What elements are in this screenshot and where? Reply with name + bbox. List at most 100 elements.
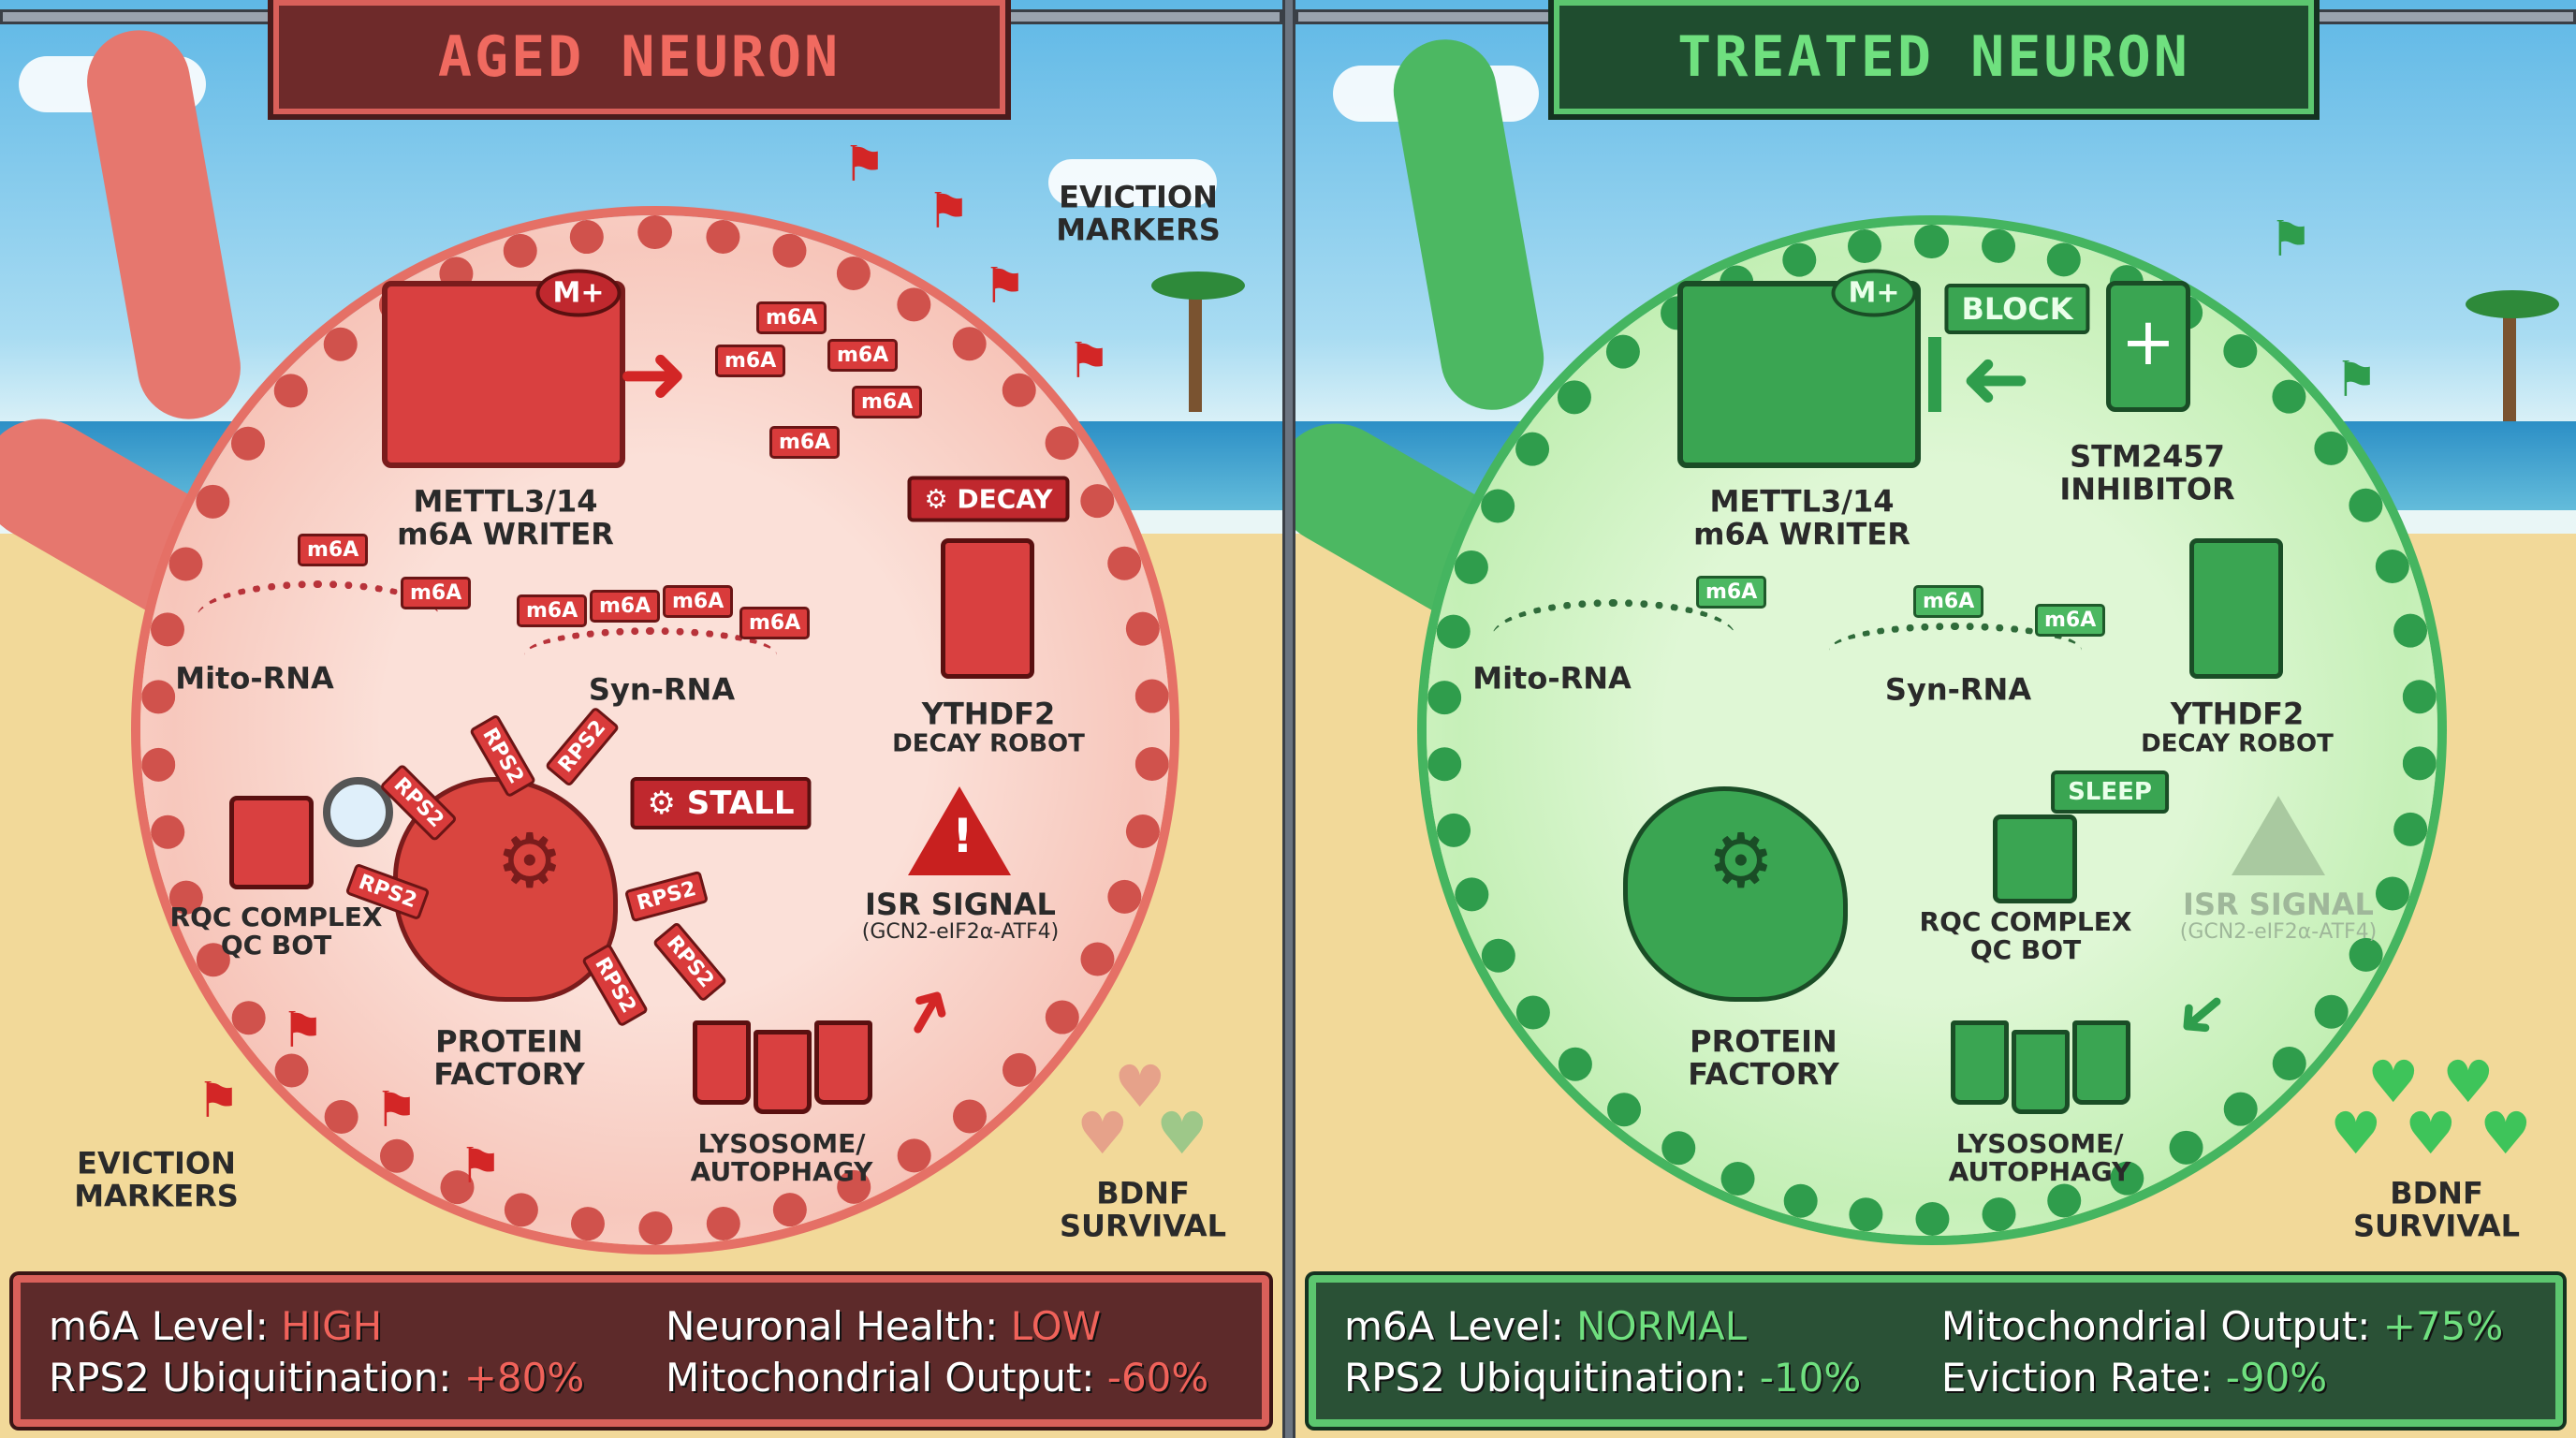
palm-tree-icon bbox=[1189, 281, 1202, 412]
eviction-flag-icon: ⚑ bbox=[842, 137, 886, 193]
m6a-tag: m6A bbox=[827, 339, 899, 372]
stat-eviction-rate: Eviction Rate: -90% bbox=[1940, 1355, 2328, 1401]
m6a-tag: m6A bbox=[2035, 604, 2106, 637]
trash-bin-icon bbox=[2072, 1020, 2130, 1105]
m6a-tag: m6A bbox=[663, 585, 734, 618]
medicine-bottle-icon: + bbox=[2106, 281, 2190, 412]
isr-signal-label: ISR SIGNAL(GCN2-eIF2α-ATF4) bbox=[2179, 886, 2378, 944]
warning-triangle-icon bbox=[908, 786, 1011, 875]
m-plus-icon: M+ bbox=[1831, 269, 1917, 317]
heart-icon: ♥ bbox=[2367, 1048, 2420, 1116]
trash-bin-icon bbox=[693, 1020, 751, 1105]
mito-rna-label: Mito-RNA bbox=[1472, 660, 1632, 697]
block-bar-icon bbox=[1928, 337, 1941, 412]
stat-rps2-ubiquitination: RPS2 Ubiquitination: -10% bbox=[1344, 1355, 1862, 1401]
mito-rna-strand bbox=[197, 580, 440, 655]
m6a-tag: m6A bbox=[590, 590, 661, 623]
top-rail bbox=[1005, 9, 1282, 24]
syn-rna-label: Syn-RNA bbox=[1884, 671, 2032, 708]
palm-leaves-icon bbox=[2466, 290, 2559, 318]
stat-mitochondrial-output: Mitochondrial Output: +75% bbox=[1940, 1303, 2504, 1349]
sleep-badge: SLEEP bbox=[2051, 770, 2169, 814]
syn-rna-strand bbox=[1829, 623, 2082, 679]
m6a-tag: m6A bbox=[1696, 576, 1767, 609]
palm-tree-icon bbox=[2503, 300, 2516, 421]
eviction-flag-icon: ⚑ bbox=[374, 1082, 418, 1138]
heart-icon: ♥ bbox=[1114, 1052, 1166, 1121]
heart-icon: ♥ bbox=[1076, 1099, 1129, 1167]
ythdf2-robot-icon bbox=[2189, 538, 2283, 679]
aged-neuron-panel: AGED NEURON EVICTION MARKERS ⚑ ⚑ ⚑ ⚑ M+ … bbox=[0, 0, 1282, 1438]
eviction-flag-icon: ⚑ bbox=[459, 1138, 503, 1195]
panel-title-banner: AGED NEURON bbox=[273, 0, 1005, 114]
warning-triangle-icon-faded bbox=[2232, 796, 2325, 875]
block-badge: BLOCK bbox=[1944, 284, 2090, 334]
top-rail bbox=[2314, 9, 2576, 24]
stat-mitochondrial-output: Mitochondrial Output: -60% bbox=[665, 1355, 1209, 1401]
eviction-flag-icon: ⚑ bbox=[281, 1003, 325, 1059]
stat-m6a-level: m6A Level: NORMAL bbox=[1344, 1303, 1748, 1349]
flag-icon: ⚑ bbox=[2334, 352, 2378, 408]
panel-divider bbox=[1282, 0, 1295, 1438]
trash-bin-icon bbox=[2012, 1030, 2070, 1114]
mito-rna-label: Mito-RNA bbox=[175, 660, 334, 697]
heart-icon: ♥ bbox=[2480, 1099, 2532, 1167]
top-rail bbox=[0, 9, 271, 24]
aged-stats-panel: m6A Level: HIGH Neuronal Health: LOW RPS… bbox=[13, 1275, 1269, 1427]
m6a-tag: m6A bbox=[1913, 585, 1984, 618]
m-plus-icon: M+ bbox=[535, 269, 622, 317]
heart-icon: ♥ bbox=[1156, 1099, 1208, 1167]
m6a-tag: m6A bbox=[852, 386, 923, 418]
trash-bin-icon bbox=[754, 1030, 812, 1114]
m6a-tag: m6A bbox=[769, 426, 841, 459]
gear-icon: ⚙ bbox=[1707, 817, 1775, 904]
cloud bbox=[1048, 159, 1217, 206]
m6a-writer-machine-icon bbox=[382, 281, 625, 468]
ythdf2-robot-icon bbox=[941, 538, 1034, 679]
m6a-tag: m6A bbox=[517, 594, 588, 627]
heart-icon: ♥ bbox=[2330, 1099, 2382, 1167]
eviction-flag-icon: ⚑ bbox=[1067, 333, 1111, 389]
lysosome-label: LYSOSOME/AUTOPHAGY bbox=[1948, 1127, 2131, 1187]
m6a-tag: m6A bbox=[401, 577, 472, 609]
gear-icon: ⚙ bbox=[496, 817, 564, 904]
lysosome-label: LYSOSOME/AUTOPHAGY bbox=[690, 1127, 873, 1187]
decay-badge: ⚙ DECAY bbox=[907, 476, 1070, 522]
m6a-tag: m6A bbox=[298, 534, 369, 566]
protein-factory-icon bbox=[1623, 786, 1848, 1002]
rqc-robot-icon bbox=[229, 796, 314, 889]
stat-neuronal-health: Neuronal Health: LOW bbox=[665, 1303, 1102, 1349]
m6a-tag: m6A bbox=[739, 607, 811, 639]
heart-icon: ♥ bbox=[2442, 1048, 2495, 1116]
m6a-tag: m6A bbox=[756, 301, 827, 334]
trash-bin-icon bbox=[814, 1020, 872, 1105]
top-rail bbox=[1295, 9, 1554, 24]
palm-leaves-icon bbox=[1151, 271, 1245, 300]
eviction-flag-icon: ⚑ bbox=[197, 1073, 241, 1129]
stat-m6a-level: m6A Level: HIGH bbox=[49, 1303, 383, 1349]
heart-icon: ♥ bbox=[2405, 1099, 2457, 1167]
panel-title-banner: TREATED NEURON bbox=[1554, 0, 2314, 114]
trash-bin-icon bbox=[1951, 1020, 2009, 1105]
eviction-flag-icon: ⚑ bbox=[983, 258, 1027, 315]
eviction-markers-label-top: EVICTION MARKERS bbox=[1056, 179, 1221, 247]
flag-icon: ⚑ bbox=[2269, 212, 2313, 268]
exclamation-icon: ! bbox=[952, 809, 973, 863]
syn-rna-label: Syn-RNA bbox=[588, 671, 736, 708]
stat-rps2-ubiquitination: RPS2 Ubiquitination: +80% bbox=[49, 1355, 585, 1401]
neuron-cell-body bbox=[140, 215, 1170, 1245]
mito-rna-strand bbox=[1492, 599, 1735, 674]
syn-rna-strand bbox=[524, 627, 777, 683]
stall-badge: ⚙ STALL bbox=[630, 777, 812, 829]
arrow-left-icon: ➜ bbox=[1960, 330, 2031, 428]
